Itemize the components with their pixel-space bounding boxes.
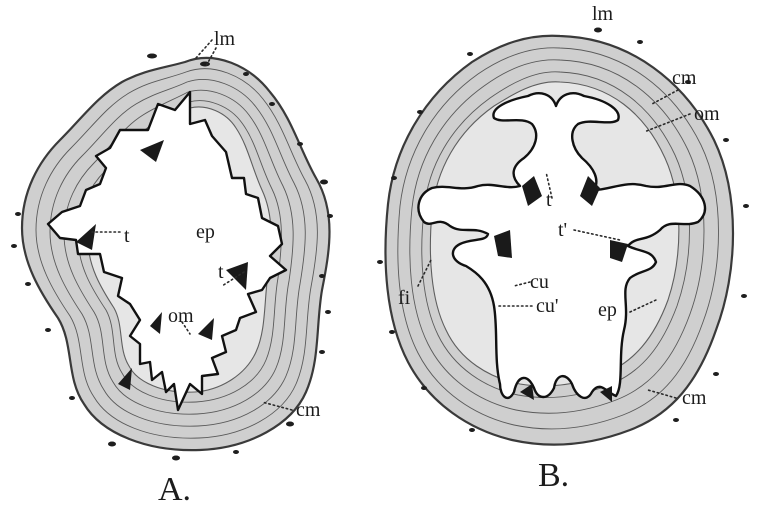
label-b-fi: fi — [398, 287, 411, 309]
label-b-om: om — [694, 103, 720, 125]
cross-section-a: lm t ep t om cm A. — [11, 28, 333, 508]
label-a-t2: t — [218, 261, 224, 283]
label-a-t1: t — [124, 225, 130, 247]
label-b-ep: ep — [598, 299, 617, 321]
label-a-cm: cm — [296, 399, 321, 421]
panel-label-b: B. — [538, 457, 569, 494]
panel-label-a: A. — [158, 471, 191, 508]
label-b-cu: cu — [530, 271, 549, 293]
label-b-cu-prime: cu' — [536, 295, 558, 317]
label-a-om: om — [168, 305, 194, 327]
label-b-cm-bottom: cm — [682, 387, 707, 409]
label-a-lm: lm — [214, 28, 236, 50]
label-b-cm-top: cm — [672, 67, 697, 89]
label-b-t: t — [546, 189, 552, 211]
cross-section-b: lm cm om t t' cu cu' fi ep cm B. — [377, 3, 749, 494]
label-b-lm: lm — [592, 3, 614, 25]
label-b-t-prime: t' — [558, 219, 567, 241]
label-a-ep: ep — [196, 221, 215, 243]
